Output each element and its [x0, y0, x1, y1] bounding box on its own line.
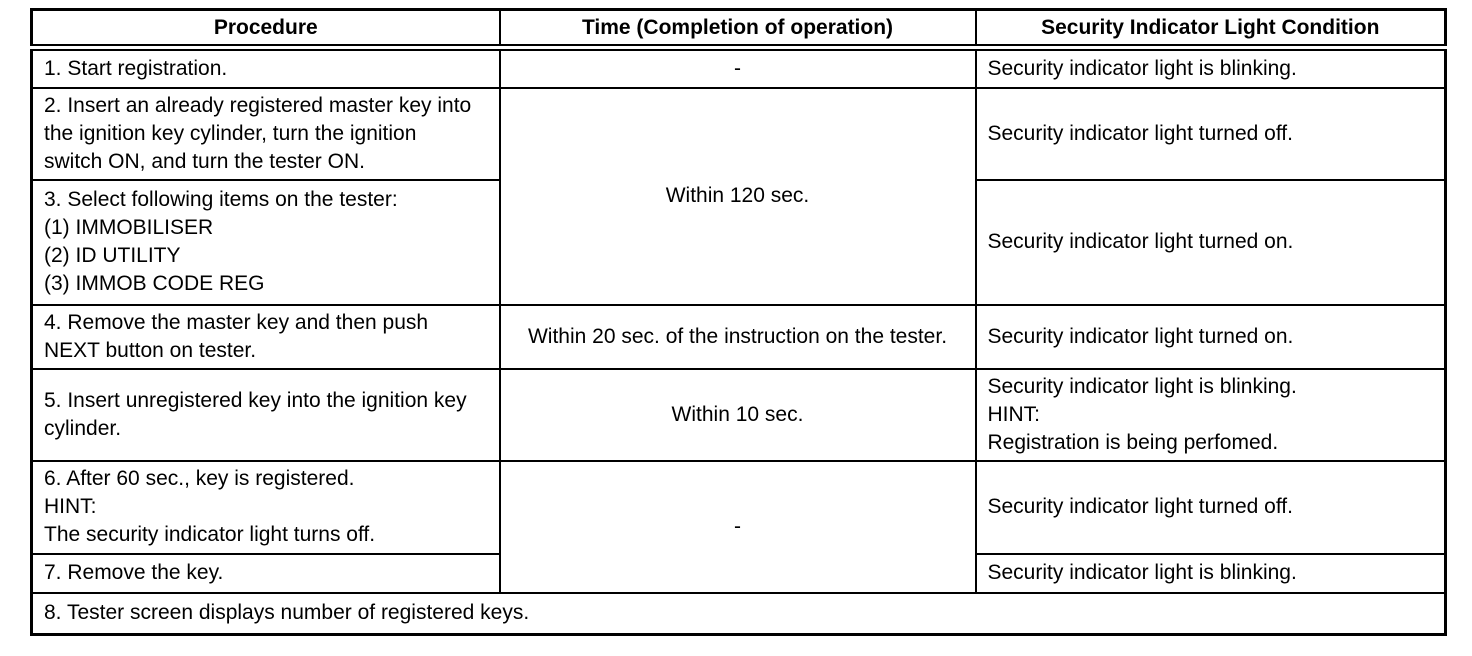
header-row: Procedure Time (Completion of operation)…	[30, 8, 1447, 51]
row-step-2: 2. Insert an already registered master k…	[30, 86, 1447, 306]
time-cell-step-4: Within 20 sec. of the instruction on the…	[498, 303, 977, 370]
procedure-cell-step-2: 2. Insert an already registered master k…	[30, 86, 501, 181]
condition-cell-step-5: Security indicator light is blinking. HI…	[974, 367, 1447, 462]
row-step-1: 1. Start registration. - Security indica…	[30, 46, 1447, 89]
row-step-3: 3. Select following items on the tester:…	[30, 178, 1447, 306]
condition-cell-step-6: Security indicator light turned off.	[974, 459, 1447, 555]
condition-cell-step-2: Security indicator light turned off.	[974, 86, 1447, 181]
key-registration-procedure-table: Procedure Time (Completion of operation)…	[30, 8, 1447, 636]
procedure-cell-step-6: 6. After 60 sec., key is registered. HIN…	[30, 459, 501, 555]
time-cell-steps-6-7: -	[498, 459, 977, 594]
procedure-cell-step-8: 8. Tester screen displays number of regi…	[30, 591, 1447, 636]
time-cell-steps-2-3: Within 120 sec.	[498, 86, 977, 306]
condition-cell-step-7: Security indicator light is blinking.	[974, 552, 1447, 594]
procedure-cell-step-1: 1. Start registration.	[30, 46, 501, 89]
row-step-7: 7. Remove the key. Security indicator li…	[30, 552, 1447, 594]
condition-cell-step-4: Security indicator light turned on.	[974, 303, 1447, 370]
row-step-5: 5. Insert unregistered key into the igni…	[30, 367, 1447, 462]
procedure-cell-step-3: 3. Select following items on the tester:…	[30, 178, 501, 306]
condition-cell-step-3: Security indicator light turned on.	[974, 178, 1447, 306]
procedure-cell-step-5: 5. Insert unregistered key into the igni…	[30, 367, 501, 462]
row-step-6: 6. After 60 sec., key is registered. HIN…	[30, 459, 1447, 594]
row-step-8: 8. Tester screen displays number of regi…	[30, 591, 1447, 636]
header-cell-procedure: Procedure	[30, 8, 501, 51]
condition-cell-step-1: Security indicator light is blinking.	[974, 46, 1447, 89]
header-cell-condition: Security Indicator Light Condition	[974, 8, 1447, 51]
row-step-4: 4. Remove the master key and then push N…	[30, 303, 1447, 370]
time-cell-step-1: -	[498, 46, 977, 89]
procedure-cell-step-7: 7. Remove the key.	[30, 552, 501, 594]
header-cell-time: Time (Completion of operation)	[498, 8, 977, 51]
procedure-cell-step-4: 4. Remove the master key and then push N…	[30, 303, 501, 370]
time-cell-step-5: Within 10 sec.	[498, 367, 977, 462]
